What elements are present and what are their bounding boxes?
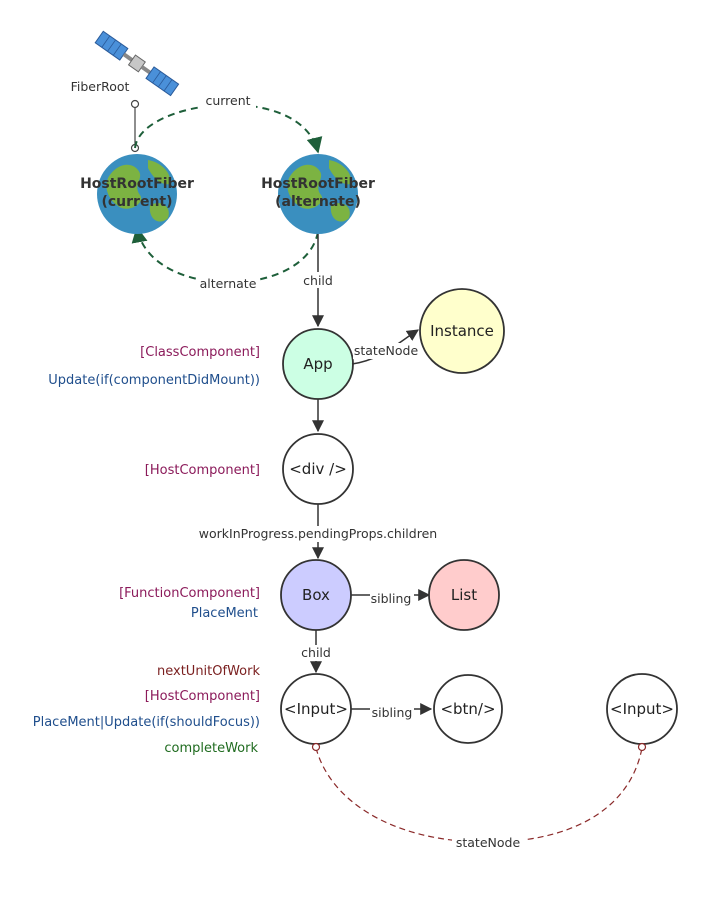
div-type-label: [HostComponent] — [145, 463, 260, 478]
state-node-edge-inputs — [315, 747, 643, 843]
child-edge-label-1: child — [303, 273, 333, 288]
div-node-label: <div /> — [289, 460, 347, 478]
state-node-edge-label-2: stateNode — [456, 835, 521, 850]
next-unit-of-work-label: nextUnitOfWork — [157, 664, 260, 679]
app-node-label: App — [303, 355, 332, 373]
input-type-label: [HostComponent] — [145, 689, 260, 704]
state-node-label-bg-1 — [353, 343, 419, 359]
instance-node — [419, 288, 505, 374]
input-effect-label: PlaceMent|Update(if(shouldFocus)) — [33, 715, 260, 730]
input-node-label: <Input> — [284, 700, 348, 718]
current-label-bg — [200, 93, 256, 109]
box-type-label: [FunctionComponent] — [119, 586, 260, 601]
alternate-label-bg — [197, 276, 259, 292]
instance-node-label: Instance — [430, 322, 494, 340]
host-alternate-title: HostRootFiber — [261, 176, 375, 192]
child-label-bg-2 — [296, 645, 336, 661]
input-port — [311, 742, 321, 752]
host-alternate-subtitle: (alternate) — [275, 194, 361, 210]
children-label-bg — [200, 526, 436, 542]
input-alternate-port — [637, 742, 647, 752]
children-props-label: workInProgress.pendingProps.children — [199, 526, 437, 541]
list-node — [428, 559, 500, 631]
alternate-edge-label: alternate — [200, 276, 257, 291]
host-current-subtitle: (current) — [101, 194, 172, 210]
sibling-label-bg-2 — [370, 704, 414, 720]
earth-globe-icon — [97, 154, 177, 234]
state-node-label-bg-2 — [452, 834, 524, 850]
btn-node-label: <btn/> — [440, 700, 495, 718]
fiber-root-port-top — [130, 99, 140, 109]
host-current-title: HostRootFiber — [80, 176, 194, 192]
satellite-icon — [94, 30, 180, 97]
sibling-edge-label-1: sibling — [371, 591, 412, 606]
earth-globe-icon — [278, 154, 358, 234]
btn-node — [433, 674, 503, 744]
box-effect-label: PlaceMent — [191, 606, 258, 621]
fiber-root-label: FiberRoot — [71, 79, 130, 94]
complete-work-label: completeWork — [164, 741, 258, 756]
alternate-edge — [131, 226, 319, 284]
list-node-label: List — [451, 586, 477, 604]
box-node-label: Box — [302, 586, 330, 604]
sibling-label-bg-1 — [370, 591, 414, 607]
state-node-edge-label-1: stateNode — [354, 343, 419, 358]
child-label-bg-1 — [298, 272, 338, 288]
app-effect-label: Update(if(componentDidMount)) — [48, 373, 260, 388]
current-edge — [134, 103, 323, 154]
sibling-edge-label-2: sibling — [372, 705, 413, 720]
child-edge-label-2: child — [301, 645, 331, 660]
input-alternate-node-label: <Input> — [610, 700, 674, 718]
app-type-label: [ClassComponent] — [140, 345, 260, 360]
current-edge-label: current — [205, 93, 250, 108]
